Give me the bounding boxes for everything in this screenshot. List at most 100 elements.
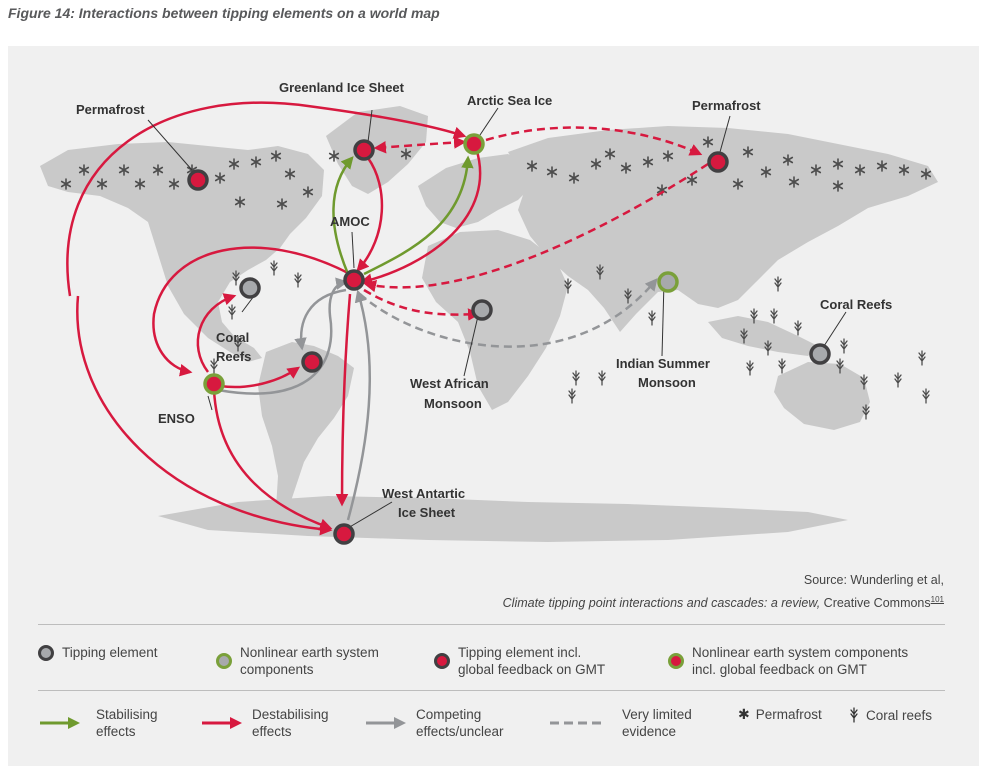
australia <box>774 362 870 430</box>
se-asia-islands <box>708 316 818 356</box>
destabilising-arrows <box>66 101 482 536</box>
legend-dot-nonlinear-gmt <box>668 653 684 669</box>
continents <box>40 106 938 542</box>
destabilising-dashed-arrows <box>363 126 709 321</box>
node-coral-caribbean <box>239 277 261 299</box>
source-title: Climate tipping point interactions and c… <box>502 596 821 611</box>
label-west-africa-1: West African <box>410 376 489 391</box>
node-indian-monsoon <box>657 271 679 293</box>
arrow-amoc-to-greenland <box>332 156 354 275</box>
arrow-green-swatch <box>40 717 80 729</box>
source-license: Creative Commons <box>820 596 931 611</box>
europe <box>418 154 532 228</box>
arrow-permafrost-to-arctic <box>66 101 467 297</box>
arrow-enso-to-coral <box>196 293 237 373</box>
node-enso <box>203 373 225 395</box>
arrow-amoc-to-enso <box>152 246 351 377</box>
arrow-amoc-to-arctic <box>363 155 474 276</box>
arrow-arctic-to-amoc <box>359 147 482 286</box>
node-greenland <box>353 139 375 161</box>
africa <box>422 230 568 410</box>
stabilising-arrows <box>332 155 474 276</box>
arrow-enso-to-west-antarctic <box>212 389 333 531</box>
label-greenland: Greenland Ice Sheet <box>279 80 405 95</box>
arrow-amoc-to-west-africa <box>363 288 481 321</box>
legend-text-tipping-gmt: Tipping element incl.global feedback on … <box>458 645 606 677</box>
label-west-antarctic-2: Ice Sheet <box>398 505 456 520</box>
label-permafrost-siberia: Permafrost <box>692 98 761 113</box>
node-permafrost-na <box>187 169 209 191</box>
greenland <box>326 106 428 194</box>
label-enso: ENSO <box>158 411 195 426</box>
node-coral-asia <box>809 343 831 365</box>
legend-text-tipping: Tipping element <box>62 645 158 660</box>
label-indian-monsoon-2: Monsoon <box>638 375 696 390</box>
nodes <box>187 133 831 545</box>
legend-coral: Coral reefs <box>848 706 932 724</box>
label-coral-caribbean-1: Coral <box>216 330 249 345</box>
coral-icon <box>850 707 858 723</box>
figure-title: Figure 14: Interactions between tipping … <box>8 5 440 21</box>
legend-text-coral: Coral reefs <box>866 707 933 723</box>
south-america <box>258 342 354 516</box>
label-permafrost-na: Permafrost <box>76 102 145 117</box>
legend-dot-tipping <box>38 644 54 661</box>
node-west-africa <box>471 299 493 321</box>
arrow-arctic-permafrost <box>485 126 703 156</box>
legend-permafrost: ✱ Permafrost <box>738 706 822 723</box>
asterisk-icon: ✱ <box>738 706 750 722</box>
leader-lines <box>147 107 847 529</box>
label-west-africa-2: Monsoon <box>424 396 482 411</box>
source-line-2: Climate tipping point interactions and c… <box>503 590 944 613</box>
label-coral-caribbean-2: Reefs <box>216 349 251 364</box>
map-text-labels: Permafrost Greenland Ice Sheet Arctic Se… <box>76 80 892 520</box>
legend-divider-top <box>38 624 945 625</box>
source-citation: Source: Wunderling et al, Climate tippin… <box>503 571 944 613</box>
arrow-antarctic-to-amoc <box>346 289 372 521</box>
label-arctic: Arctic Sea Ice <box>467 93 552 108</box>
arrow-amoc-to-west-antarctic-long <box>76 295 333 536</box>
arrow-amoc-to-west-antarctic <box>335 293 352 507</box>
antarctica <box>158 496 848 542</box>
legend-text-permafrost: Permafrost <box>755 707 822 722</box>
label-coral-asia: Coral Reefs <box>820 297 892 312</box>
label-indian-monsoon-1: Indian Summer <box>616 356 710 371</box>
label-amoc: AMOC <box>330 214 370 229</box>
label-west-antarctic-1: West Antartic <box>382 486 465 501</box>
arrow-red-swatch <box>202 717 242 729</box>
legend-dot-nonlinear <box>216 653 232 669</box>
node-permafrost-siberia <box>707 151 729 173</box>
arrow-amoc-to-amazon <box>294 288 347 351</box>
dashed-grey-swatch <box>550 721 602 725</box>
node-amazon <box>301 351 323 373</box>
arrow-grey-swatch <box>366 717 406 729</box>
legend-dot-tipping-gmt <box>434 653 450 669</box>
arrow-enso-to-amazon <box>219 366 301 389</box>
node-amoc <box>343 269 365 291</box>
legend-divider-bottom <box>38 690 945 691</box>
world-map: Permafrost Greenland Ice Sheet Arctic Se… <box>40 80 938 545</box>
source-line-1: Source: Wunderling et al, <box>803 573 944 587</box>
arrow-enso-to-amoc <box>217 277 349 395</box>
asia <box>508 126 938 332</box>
limited-evidence-arrows <box>359 278 658 348</box>
node-west-antarctic <box>333 523 355 545</box>
source-ref[interactable]: 101 <box>930 595 944 604</box>
arrow-amoc-to-indian-monsoon <box>359 278 658 348</box>
competing-arrows <box>217 277 372 521</box>
north-america <box>40 142 324 362</box>
